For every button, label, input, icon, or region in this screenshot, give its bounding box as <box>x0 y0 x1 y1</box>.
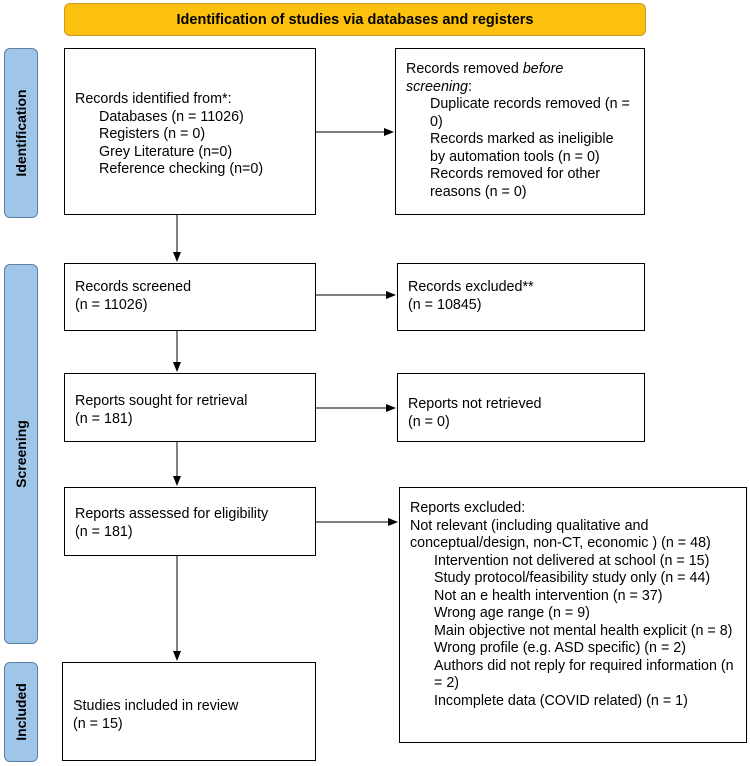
phase-included: Included <box>4 662 38 762</box>
excluded-reason: Not an e health intervention (n = 37) <box>434 587 663 604</box>
studies-included-box: Studies included in review (n = 15) <box>62 662 316 761</box>
reports-not-retrieved-title: Reports not retrieved <box>408 396 542 412</box>
studies-included-count: (n = 15) <box>73 715 123 732</box>
excluded-reason: Authors did not reply for required infor… <box>434 657 734 692</box>
reports-not-retrieved-count: (n = 0) <box>408 413 450 430</box>
reports-assessed-box: Reports assessed for eligibility (n = 18… <box>64 487 316 556</box>
excluded-reason: Study protocol/feasibility study only (n… <box>434 570 711 586</box>
reports-not-retrieved-box: Reports not retrieved (n = 0) <box>397 373 645 442</box>
reports-excluded-title: Reports excluded: <box>410 500 526 516</box>
reports-assessed-count: (n = 181) <box>75 523 133 540</box>
reports-sought-count: (n = 181) <box>75 410 133 427</box>
records-excluded-box: Records excluded** (n = 10845) <box>397 263 645 331</box>
excluded-reason: Wrong profile (e.g. ASD specific) (n = 2… <box>434 640 687 656</box>
excluded-reason: Main objective not mental health explici… <box>434 622 733 639</box>
studies-included-title: Studies included in review <box>73 698 239 714</box>
records-excluded-count: (n = 10845) <box>408 296 482 313</box>
reports-assessed-title: Reports assessed for eligibility <box>75 506 269 522</box>
reports-sought-title: Reports sought for retrieval <box>75 393 248 409</box>
records-identified-title: Records identified from*: <box>75 91 232 107</box>
excluded-reason: Intervention not delivered at school (n … <box>434 552 710 569</box>
reports-excluded-main: Not relevant (including qualitative and … <box>410 517 711 552</box>
phase-screening: Screening <box>4 264 38 644</box>
excluded-reason: Incomplete data (COVID related) (n = 1) <box>434 692 688 709</box>
records-removed-box: Records removed before screening: Duplic… <box>395 48 645 215</box>
records-identified-box: Records identified from*: Databases (n =… <box>64 48 316 215</box>
records-excluded-title: Records excluded** <box>408 279 534 295</box>
identified-item: Grey Literature (n=0) <box>99 143 233 160</box>
header-title: Identification of studies via databases … <box>176 11 534 28</box>
identified-item: Databases (n = 11026) <box>99 108 244 125</box>
excluded-reason: Wrong age range (n = 9) <box>434 605 590 621</box>
reports-sought-box: Reports sought for retrieval (n = 181) <box>64 373 316 442</box>
records-removed-title: Records removed before screening: <box>406 61 564 95</box>
records-screened-box: Records screened (n = 11026) <box>64 263 316 331</box>
removed-item: Duplicate records removed (n = 0) <box>430 96 630 130</box>
records-screened-count: (n = 11026) <box>75 296 148 313</box>
reports-excluded-box: Reports excluded: Not relevant (includin… <box>399 487 747 743</box>
records-screened-title: Records screened <box>75 279 192 295</box>
identified-item: Registers (n = 0) <box>99 126 206 142</box>
removed-item: Records marked as ineligible by automati… <box>430 131 614 165</box>
header-banner: Identification of studies via databases … <box>64 3 646 36</box>
removed-item: Records removed for other reasons (n = 0… <box>430 166 601 200</box>
identified-item: Reference checking (n=0) <box>99 161 264 177</box>
phase-identification: Identification <box>4 48 38 218</box>
